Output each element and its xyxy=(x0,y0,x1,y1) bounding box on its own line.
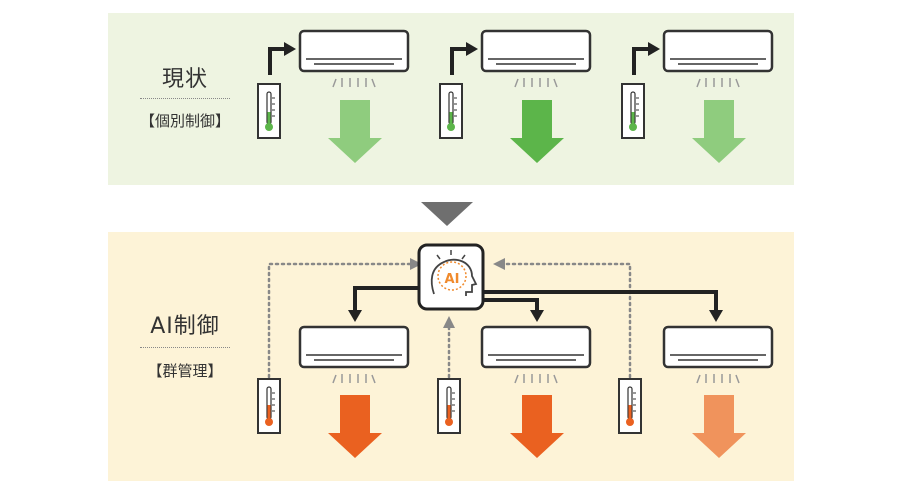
thermometer-icon xyxy=(437,378,461,434)
arrow-head-icon xyxy=(648,42,660,56)
arrow-head-icon xyxy=(493,258,505,270)
ai-icon-label: AI xyxy=(445,272,460,287)
down-arrow-icon xyxy=(692,395,746,458)
down-arrow-icon xyxy=(510,100,564,163)
air-conditioner-icon xyxy=(298,325,410,385)
air-conditioner-icon xyxy=(480,325,592,385)
sensor-feedback-lines xyxy=(267,262,632,379)
arrow-head-icon xyxy=(443,316,455,328)
arrow-head-icon xyxy=(466,42,478,56)
down-arrow-icon xyxy=(328,395,382,458)
thermometer-icon xyxy=(257,378,281,434)
thermometer-icon xyxy=(618,378,642,434)
air-conditioner-icon xyxy=(662,325,774,385)
down-arrow-icon xyxy=(692,100,746,163)
down-arrow-icon xyxy=(510,395,564,458)
current-unit-1 xyxy=(257,29,410,163)
arrow-head-icon xyxy=(410,258,422,270)
air-conditioner-icon xyxy=(480,29,592,89)
control-line xyxy=(632,47,650,75)
control-line xyxy=(268,47,286,75)
ai-brain-icon: AI xyxy=(417,243,485,311)
ai-title: AI制御 xyxy=(150,314,220,339)
down-arrow-icon xyxy=(328,100,382,163)
current-unit-3 xyxy=(621,29,774,163)
arrow-head-icon xyxy=(530,310,544,322)
current-divider xyxy=(140,98,230,99)
current-title: 現状 xyxy=(161,67,208,92)
control-line xyxy=(450,47,468,75)
current-subtitle: 【個別制御】 xyxy=(139,112,230,130)
arrow-head-icon xyxy=(348,310,362,322)
ai-control-lines xyxy=(353,286,718,312)
ai-divider xyxy=(140,347,230,348)
air-conditioner-icon xyxy=(298,29,410,89)
current-unit-2 xyxy=(439,29,592,163)
transition-triangle-icon xyxy=(421,202,473,226)
air-conditioner-icon xyxy=(662,29,774,89)
ai-subtitle: 【群管理】 xyxy=(147,362,223,380)
arrow-head-icon xyxy=(709,310,723,322)
arrow-head-icon xyxy=(284,42,296,56)
